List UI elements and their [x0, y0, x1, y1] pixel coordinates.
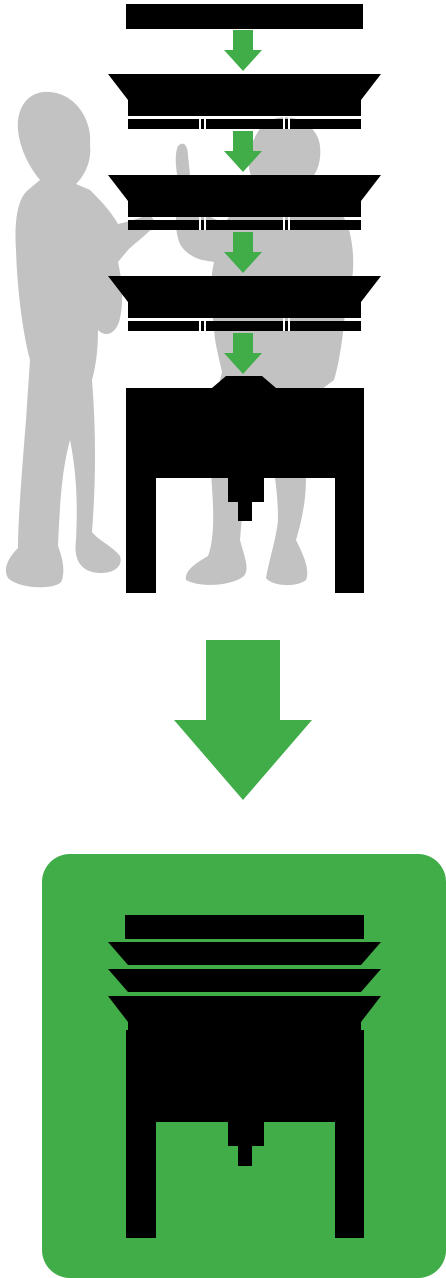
down-arrow-icon: [224, 30, 262, 71]
tray-part: [108, 74, 381, 129]
down-arrow-icon: [224, 232, 262, 273]
down-arrow-icon: [224, 333, 262, 374]
base-stand-part: [126, 376, 364, 593]
down-arrow-icon: [174, 640, 312, 800]
tray-part: [108, 175, 381, 230]
tray-part: [108, 276, 381, 331]
lid-part: [126, 4, 363, 29]
down-arrow-icon: [224, 131, 262, 172]
assembled-unit-icon: [108, 915, 381, 1238]
child-silhouette-icon: [5, 91, 157, 588]
